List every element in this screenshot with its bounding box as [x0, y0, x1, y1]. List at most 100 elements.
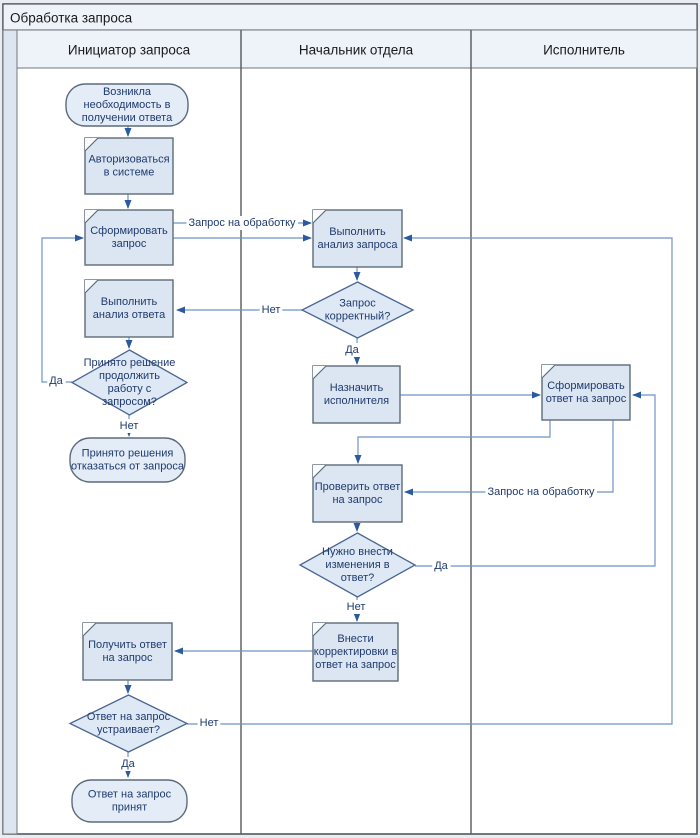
lane-header-2: Исполнитель	[543, 43, 625, 58]
lane-header-1: Начальник отдела	[299, 43, 414, 58]
left-strip	[2, 29, 18, 835]
lane-header-0: Инициатор запроса	[68, 43, 191, 58]
terminator-shape	[71, 779, 188, 823]
diagram-title: Обработка запроса	[10, 11, 133, 26]
edge-label-backing	[119, 757, 138, 771]
edge-label-text: Да	[49, 375, 63, 387]
edge-label-text: Нет	[120, 420, 139, 432]
edge-label-satisfy-no-loop-to-analyze-request: Нет	[197, 716, 221, 730]
edge-label-backing	[432, 559, 451, 573]
edge-label-text: Нет	[347, 601, 366, 613]
edge-label-backing	[485, 485, 598, 499]
process-shape	[82, 622, 173, 681]
folded-corner-line	[84, 279, 99, 294]
edge-form-answer-to-check	[354, 420, 551, 464]
terminator-shape	[65, 83, 189, 127]
edge-label-backing	[344, 600, 368, 614]
folded-corner-line	[541, 364, 556, 379]
edge-label-backing	[197, 716, 221, 730]
edge-label-backing	[259, 303, 283, 317]
edge-label-changes-no-to-corrections: Нет	[344, 600, 368, 614]
edge-label-backing	[117, 419, 141, 433]
process-shape	[312, 464, 403, 523]
edge-label-backing	[186, 216, 299, 230]
folded-corner-line	[82, 622, 97, 637]
edge-label-continue-yes-loop-to-form: Да	[47, 374, 66, 388]
edge-label-backing	[47, 374, 66, 388]
edge-label-text: Да	[345, 344, 359, 356]
edge-label-text: Нет	[200, 717, 219, 729]
title-band	[2, 3, 698, 31]
edge-label-correct-no-to-analyze-answer: Нет	[259, 303, 283, 317]
edge-form-answer-to-check-labeled	[404, 420, 614, 496]
process-shape	[84, 209, 174, 266]
terminator-shape	[69, 437, 186, 483]
decision-shape	[298, 532, 417, 598]
edge-label-text: Запрос на обработку	[188, 217, 296, 229]
edge-label-changes-yes-to-form-answer: Да	[432, 559, 451, 573]
process-shape	[541, 364, 631, 421]
edge-label-text: Запрос на обработку	[487, 486, 595, 498]
edge-satisfy-no-loop-to-analyze-request	[187, 234, 673, 725]
process-shape	[84, 279, 174, 338]
edge-label-backing	[343, 343, 362, 357]
edge-changes-yes-to-form-answer	[415, 391, 656, 567]
decision-shape	[68, 694, 189, 753]
process-shape	[84, 137, 174, 195]
lane-header-band	[16, 29, 698, 69]
process-shape	[312, 365, 401, 424]
folded-corner-line	[312, 365, 327, 380]
decision-shape	[70, 349, 189, 416]
edge-label-correct-yes-to-assign: Да	[343, 343, 362, 357]
edge-label-text: Да	[434, 560, 448, 572]
folded-corner-line	[312, 464, 327, 479]
folded-corner-line	[312, 209, 327, 224]
folded-corner-line	[84, 209, 99, 224]
edge-label-text: Да	[121, 758, 135, 770]
process-shape	[312, 209, 403, 268]
edge-label-satisfy-yes-to-accept: Да	[119, 757, 138, 771]
decision-shape	[300, 281, 415, 339]
edge-label-form-to-analyze-request-labeled: Запрос на обработку	[186, 216, 299, 230]
process-shape	[312, 622, 399, 682]
folded-corner-line	[84, 137, 99, 152]
edge-label-text: Нет	[262, 304, 281, 316]
folded-corner-line	[312, 622, 327, 637]
edge-label-continue-no-to-refuse: Нет	[117, 419, 141, 433]
